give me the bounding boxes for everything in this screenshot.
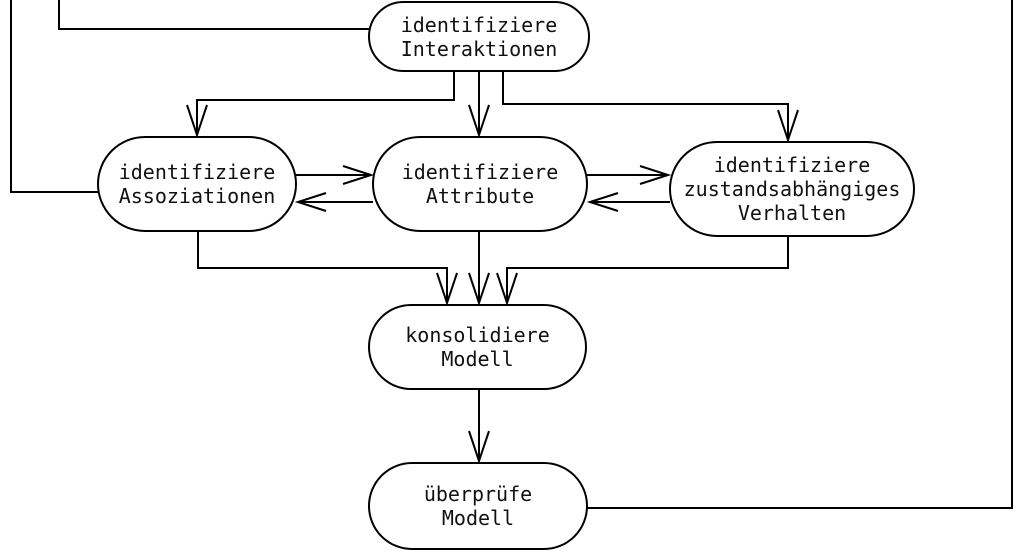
arrowhead-icon <box>436 272 458 307</box>
node-label-line: Assoziationen <box>118 184 276 208</box>
arrowhead-icon <box>294 192 327 212</box>
node-label-line: überprüfe <box>423 482 533 506</box>
node-label-line: identifiziere <box>118 160 276 184</box>
arrowhead-icon <box>468 104 490 139</box>
node-label-line: konsolidiere <box>405 323 550 347</box>
node-label-line: Verhalten <box>737 201 847 225</box>
edge-interaktionen-to-assoziationen <box>196 70 455 135</box>
node-label-line: Modell <box>441 506 515 530</box>
edge-interaktionen-to-verhalten <box>502 70 789 140</box>
edge-ueberpruefe-feedback-right <box>586 0 1013 509</box>
arrowhead-icon <box>639 165 672 185</box>
node-label-line: Modell <box>441 347 514 371</box>
node-label-line: Interaktionen <box>400 36 558 61</box>
edge-assoziationen-to-konsolidiere <box>197 230 448 303</box>
node-label-line: zustandsabhängiges <box>683 177 901 201</box>
arrowhead-icon <box>496 272 518 307</box>
edge-feedback-left-to-assoziationen <box>10 0 104 193</box>
node-label-line: identifiziere <box>713 153 871 177</box>
arrowhead-icon <box>186 104 208 139</box>
arrowhead-icon <box>342 165 375 185</box>
node-label-line: identifiziere <box>401 160 559 184</box>
arrowhead-icon <box>586 192 619 212</box>
arrowhead-icon <box>468 430 490 465</box>
arrowhead-icon <box>468 272 490 307</box>
node-label-line: identifiziere <box>400 12 558 37</box>
arrowhead-icon <box>777 109 799 144</box>
edge-feedback-left-to-interaktionen <box>58 0 375 30</box>
edge-verhalten-to-konsolidiere <box>506 235 789 303</box>
node-label-line: Attribute <box>425 184 535 208</box>
